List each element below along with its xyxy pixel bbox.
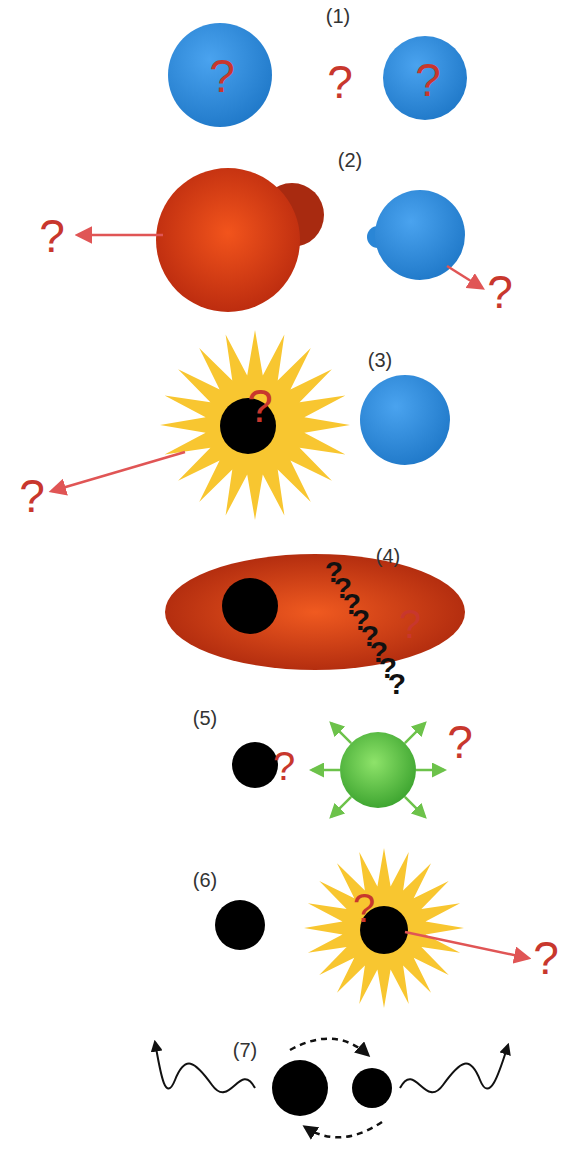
red-giant [156,168,300,312]
question-mark: ? [399,604,421,644]
kick-arrow [52,452,185,491]
wind-arrow [416,769,444,772]
wind-arrow [405,723,425,743]
stripped-star [340,732,416,808]
star-blue [360,375,450,465]
question-mark: ? [415,57,441,103]
callout-number: (5) [193,708,217,728]
common-envelope [165,554,465,670]
wind-arrow [405,797,425,817]
star-blue [168,23,272,127]
callout-number: (2) [338,150,362,170]
gravitational-wave [400,1045,508,1092]
wind-arrow [331,723,351,743]
wind-arrow [331,797,351,817]
compact-object [222,578,278,634]
orbit-arrow [290,1039,368,1055]
callout-number: (7) [233,1040,257,1060]
question-mark: ? [209,53,235,99]
wind-arrow [312,769,340,772]
question-mark: ? [487,269,513,315]
mass-loss-arrow [78,234,163,237]
wind-arrows [312,723,444,816]
compact-object [232,742,278,788]
callout-number: (3) [368,350,392,370]
mass-loss-arrow [447,266,482,288]
callout-number: (1) [326,6,350,26]
compact-object [352,1068,392,1108]
question-mark: ? [39,213,65,259]
question-mark: ? [353,888,375,928]
question-mark: ? [447,719,473,765]
question-mark: ? [19,473,45,519]
question-mark: ? [247,383,273,429]
compact-object [272,1060,328,1116]
question-mark: ? [327,59,353,105]
callout-number: (4) [376,546,400,566]
question-mark: ? [533,935,559,981]
question-mark: ? [273,746,295,786]
orbit-arrow [305,1122,382,1137]
supernova-burst [304,848,464,1008]
question-mark: ? [388,669,406,699]
star-blue [375,190,465,280]
kick-arrow [405,932,528,958]
callout-number: (6) [193,870,217,890]
compact-object [215,900,265,950]
supernova-burst [160,330,350,520]
star-blue [383,36,467,120]
